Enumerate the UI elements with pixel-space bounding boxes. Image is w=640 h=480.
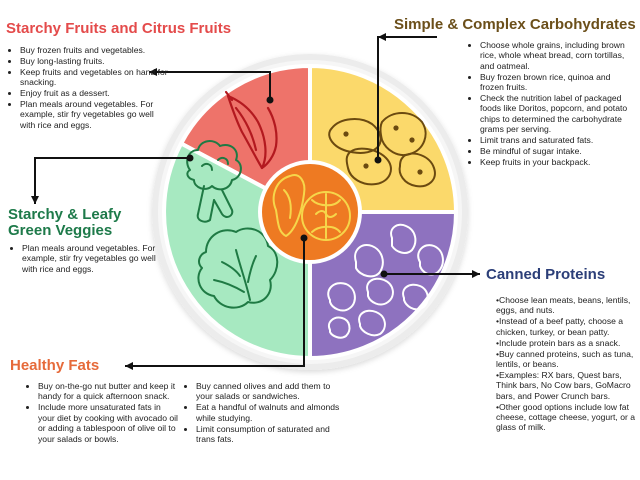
list-item: •Include protein bars as a snack. xyxy=(496,337,621,348)
broccoli-icon xyxy=(186,140,242,223)
list-item: Enjoy fruit as a dessert. xyxy=(20,88,170,98)
list-item: Keep fruits in your backpack. xyxy=(480,157,630,167)
list-item: Buy frozen fruits and vegetables. xyxy=(20,45,170,55)
protein-tips: •Choose lean meats, beans, lentils, eggs… xyxy=(482,295,640,433)
proteins-heading: Canned Proteins xyxy=(486,266,606,283)
list-item: Buy frozen brown rice, quinoa and frozen… xyxy=(480,72,630,93)
list-item: Keep fruits and vegetables on hand for s… xyxy=(20,67,170,88)
veggies-tips: Plan meals around vegetables. For exampl… xyxy=(8,243,172,275)
carbs-heading: Simple & Complex Carbohydrates xyxy=(394,16,636,33)
lettuce-icon xyxy=(197,227,279,309)
fats-heading: Healthy Fats xyxy=(10,357,100,374)
fats-tips-right: Buy canned olives and add them to your s… xyxy=(182,381,342,445)
list-item: Include more unsaturated fats in your di… xyxy=(38,402,178,444)
list-item: Be mindful of sugar intake. xyxy=(480,146,630,156)
carbs-tips: Choose whole grains, including brown ric… xyxy=(466,40,630,168)
fruits-tips: Buy frozen fruits and vegetables. Buy lo… xyxy=(6,45,170,131)
list-item: Plan meals around vegetables. For exampl… xyxy=(22,243,172,274)
list-item: Check the nutrition label of packaged fo… xyxy=(480,93,630,135)
fats-leader xyxy=(125,238,305,367)
chips-icon xyxy=(328,112,436,188)
walnut-icon xyxy=(272,174,351,241)
veggies-heading-line1: Starchy & Leafy xyxy=(8,206,122,223)
list-item: •Choose lean meats, beans, lentils, eggs… xyxy=(496,295,631,316)
list-item: Choose whole grains, including brown ric… xyxy=(480,40,630,71)
leader-arrowheads xyxy=(31,33,480,370)
fats-tips-left: Buy on-the-go nut butter and keep it han… xyxy=(24,381,178,444)
veggies-heading-line2: Green Veggies xyxy=(8,222,113,239)
list-item: Plan meals around vegetables. For exampl… xyxy=(20,99,170,130)
list-item: •Buy canned proteins, such as tuna, lent… xyxy=(496,348,634,369)
banana-icon xyxy=(224,90,278,170)
list-item: Limit trans and saturated fats. xyxy=(480,135,630,145)
list-item: Buy canned olives and add them to your s… xyxy=(196,381,342,402)
veggies-leader xyxy=(34,157,190,204)
list-item: •Examples: RX bars, Quest bars, Think ba… xyxy=(496,369,631,401)
list-item: •Instead of a beef patty, choose a chick… xyxy=(496,316,624,337)
list-item: Buy long-lasting fruits. xyxy=(20,56,170,66)
beans-icon xyxy=(327,223,444,339)
fruits-heading: Starchy Fruits and Citrus Fruits xyxy=(6,20,232,37)
leader-dots xyxy=(186,96,388,278)
list-item: •Other good options include low fat chee… xyxy=(496,401,636,433)
list-item: Limit consumption of saturated and trans… xyxy=(196,424,342,445)
fruits-leader xyxy=(149,71,271,100)
list-item: Buy on-the-go nut butter and keep it han… xyxy=(38,381,178,402)
veggies-heading: Starchy & Leafy Green Veggies xyxy=(8,207,121,239)
list-item: Eat a handful of walnuts and almonds whi… xyxy=(196,402,342,423)
